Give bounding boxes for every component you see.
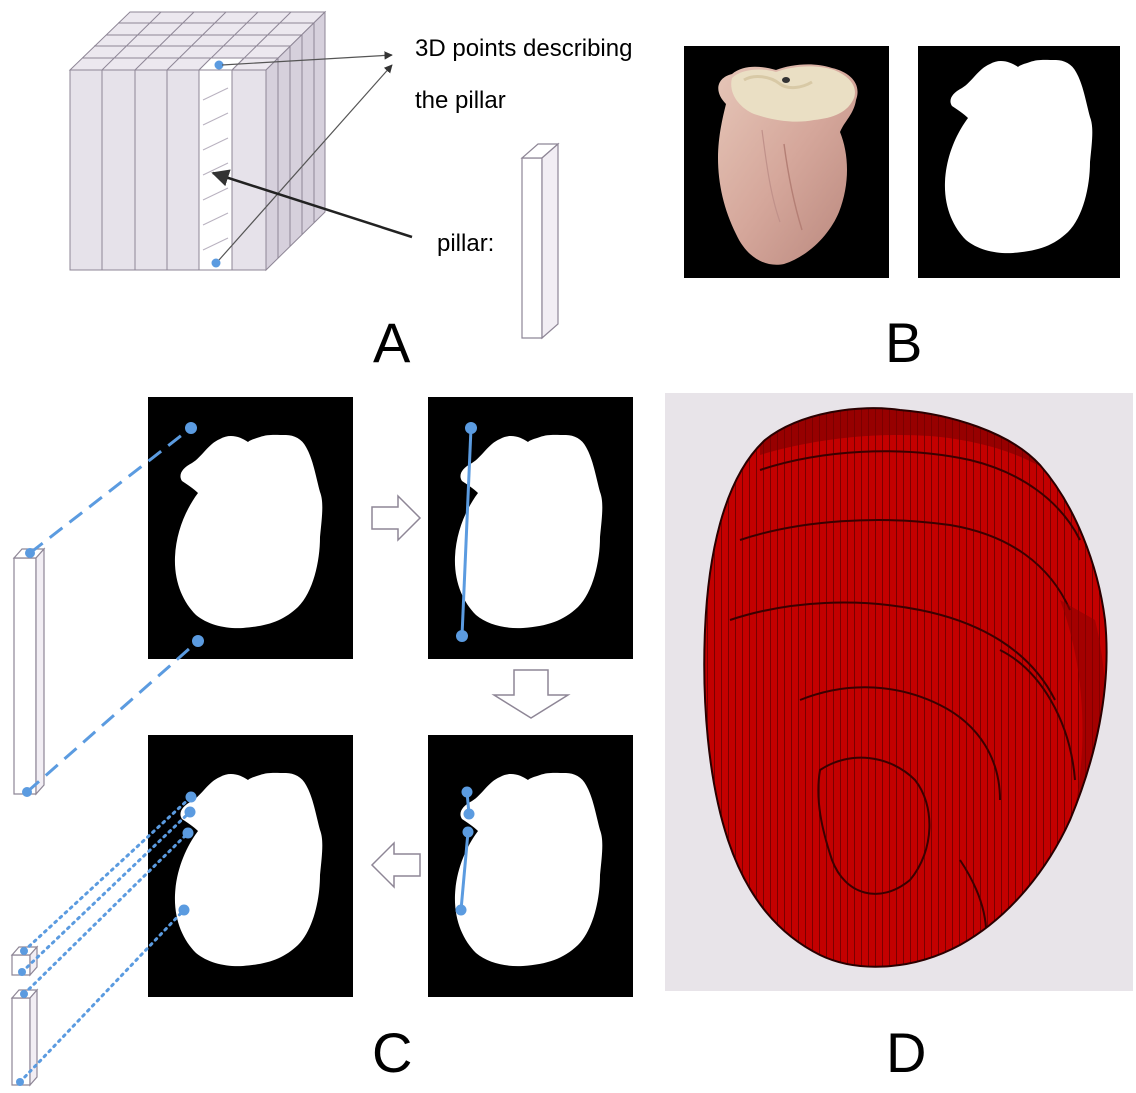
mask-step-2 xyxy=(428,397,633,659)
pillar-grid-cube xyxy=(70,12,325,270)
label-3d-points-line2: the pillar xyxy=(415,87,506,114)
panel-c: C xyxy=(12,397,633,1086)
mask-step-4 xyxy=(148,735,353,997)
panel-letter-c: C xyxy=(372,1021,412,1084)
long-pillar xyxy=(14,548,44,797)
heart-mask xyxy=(918,46,1120,278)
panel-letter-b: B xyxy=(885,311,922,374)
medium-pillar xyxy=(12,990,37,1086)
panel-letter-d: D xyxy=(886,1021,926,1084)
label-3d-points: 3D points describing xyxy=(415,35,632,62)
panel-b: B xyxy=(684,46,1120,374)
panel-d: D xyxy=(665,393,1133,1084)
panel-a: 3D points describing the pillar pillar: … xyxy=(70,12,632,374)
hollow-right-arrow-icon xyxy=(372,496,420,540)
label-pillar: pillar: xyxy=(437,230,494,257)
single-pillar xyxy=(522,144,558,338)
heart-photo xyxy=(684,46,889,278)
panel-letter-a: A xyxy=(373,311,411,374)
mask-step-3 xyxy=(428,735,633,997)
hollow-down-arrow-icon xyxy=(494,670,568,718)
hollow-left-arrow-icon xyxy=(372,843,420,887)
